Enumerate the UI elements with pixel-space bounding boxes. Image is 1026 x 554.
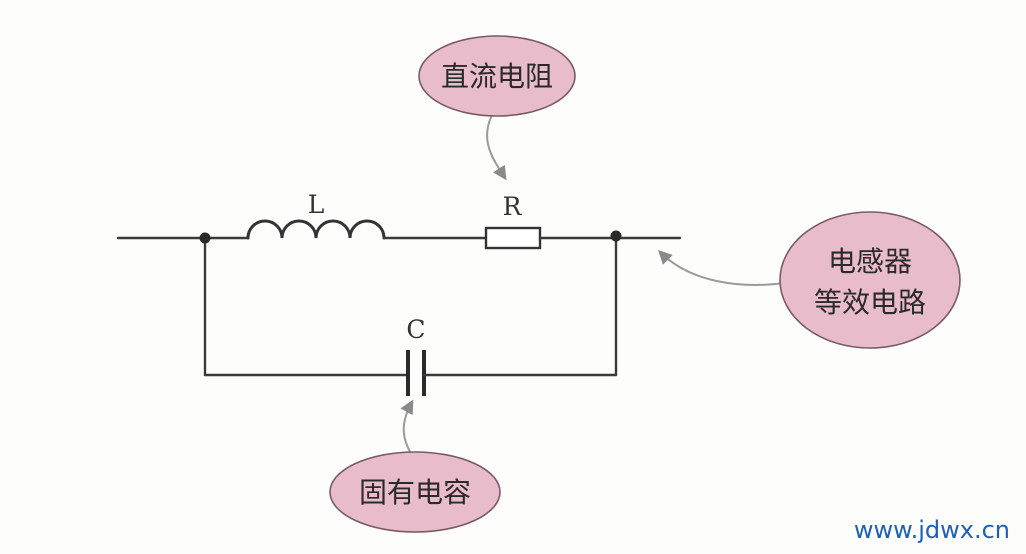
capacitor-label: C (406, 315, 425, 344)
dc-resistance-text: 直流电阻 (441, 60, 553, 93)
inductor-coil (246, 219, 386, 240)
inductor-label: L (308, 190, 325, 219)
junction-node-right (610, 230, 622, 242)
inherent-capacitance-text: 固有电容 (359, 476, 471, 509)
equivalent-circuit-pointer (658, 250, 793, 286)
resistor-body (484, 226, 542, 250)
inherent-capacitance-bubble (329, 451, 501, 533)
equivalent-circuit-bubble (779, 211, 961, 349)
junction-node-left (199, 232, 211, 244)
equivalent-circuit-text-line2: 等效电路 (814, 286, 926, 319)
inherent-capacitance-pointer (400, 399, 414, 456)
equivalent-circuit-text-line1: 电感器 (828, 245, 912, 278)
dc-resistance-bubble (418, 35, 576, 117)
dc-resistance-pointer (486, 114, 507, 181)
resistor-label: R (503, 192, 523, 221)
watermark-text: www.jdwx.cn (853, 516, 1010, 544)
